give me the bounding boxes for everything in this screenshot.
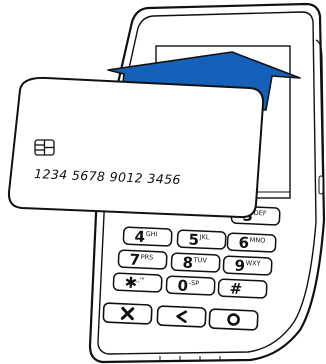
key-letters: MNO: [250, 236, 266, 245]
back-key[interactable]: [157, 306, 206, 327]
key-hash[interactable]: #: [218, 279, 267, 299]
key-letters: JKL: [199, 233, 211, 241]
key-digit: 7: [129, 250, 140, 268]
confirm-key[interactable]: [209, 309, 258, 330]
key-shape: [218, 279, 267, 298]
key-shape: [209, 309, 258, 330]
key-letters: TUV: [193, 256, 208, 265]
key-0[interactable]: 0-SP: [166, 276, 215, 296]
key-star[interactable]: ✱.,'": [113, 273, 162, 293]
key-digit: 9: [234, 256, 245, 274]
key-digit: 4: [134, 227, 145, 245]
cancel-key[interactable]: [103, 303, 152, 324]
key-digit: #: [229, 279, 242, 298]
key-letters: GHI: [146, 230, 158, 239]
terminal-side-button[interactable]: [319, 176, 323, 194]
key-digit: 8: [182, 253, 193, 271]
key-letters: PRS: [141, 253, 154, 262]
key-letters: -SP: [189, 279, 200, 287]
key-digit: 5: [188, 230, 199, 248]
key-digit: 6: [238, 233, 249, 251]
key-letters: .,'": [136, 276, 145, 284]
credit-card: 1234 5678 9012 3456: [9, 78, 263, 217]
key-shape: [157, 306, 206, 327]
key-digit: 0: [177, 276, 188, 294]
key-letters: WXY: [246, 259, 261, 268]
